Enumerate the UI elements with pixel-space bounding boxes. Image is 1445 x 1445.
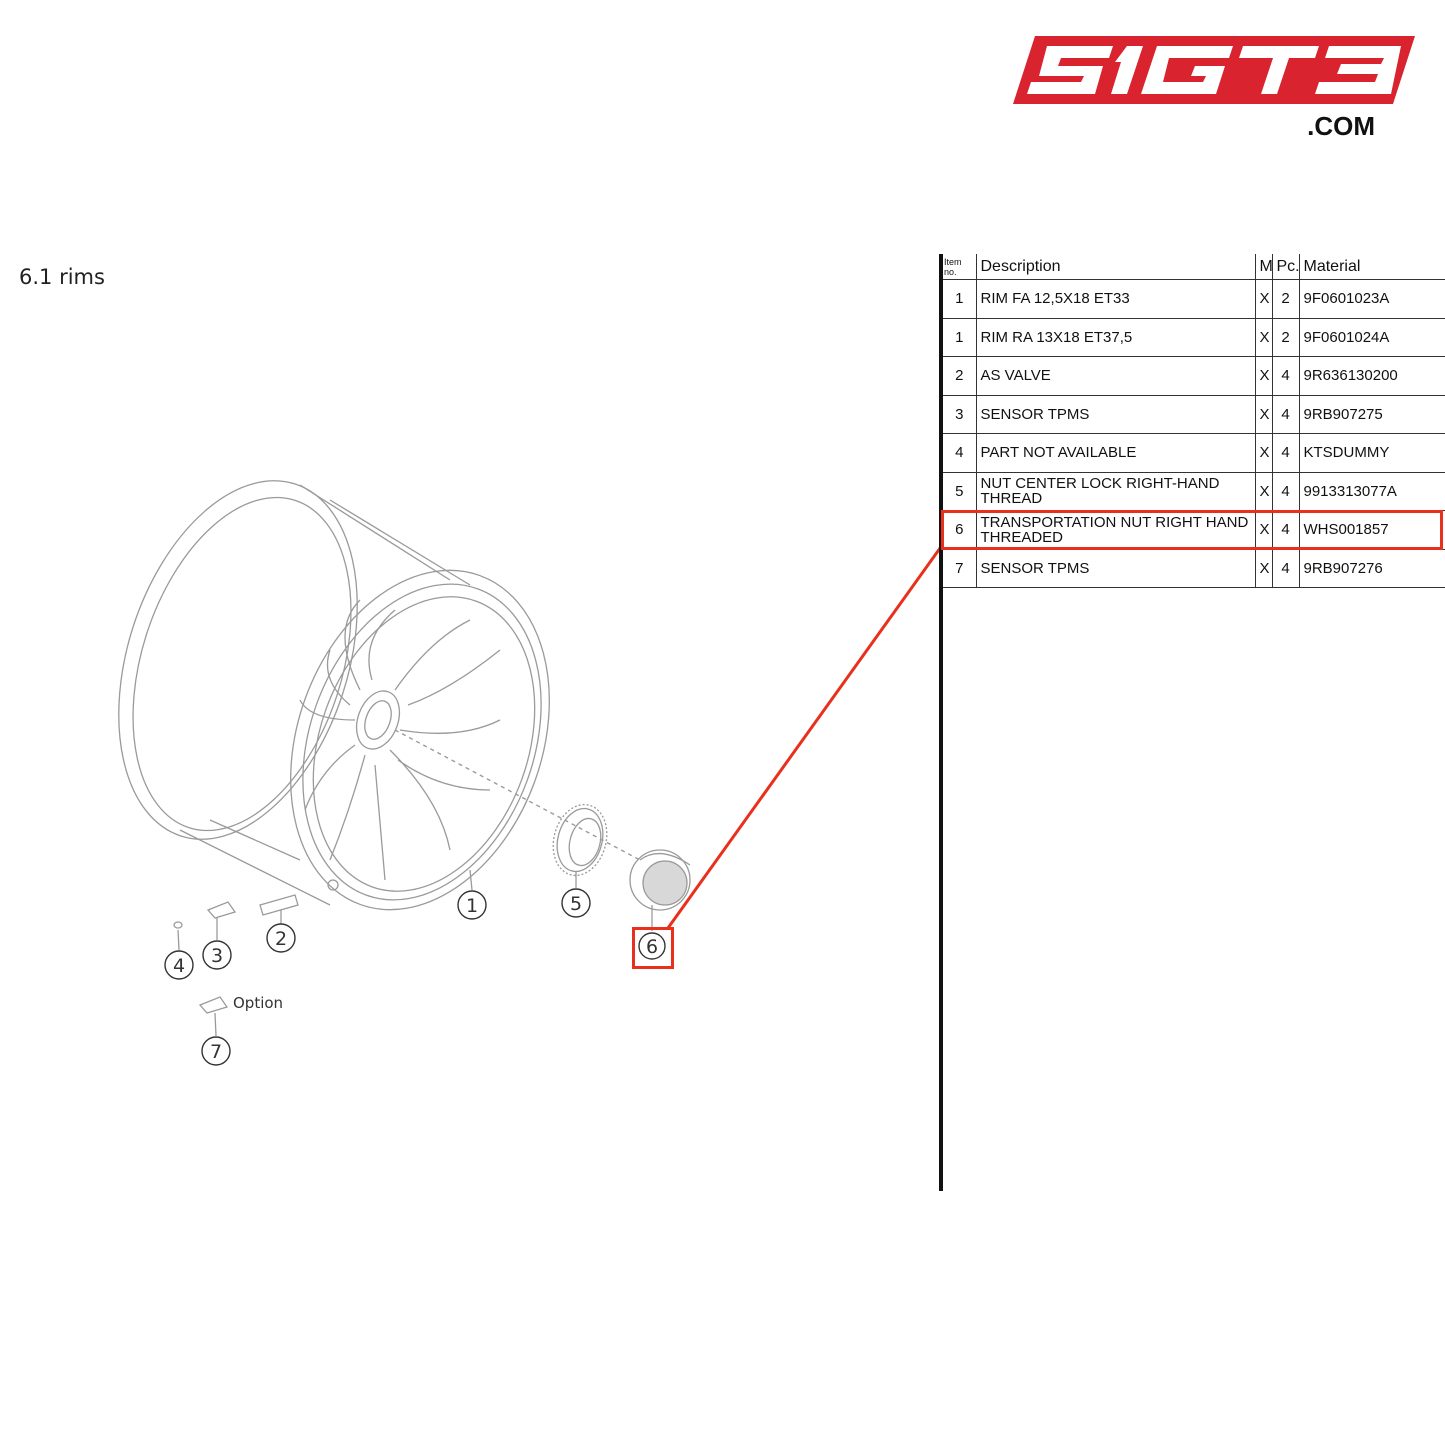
cell-description: PART NOT AVAILABLE bbox=[976, 433, 1256, 473]
cell-item: 1 bbox=[943, 318, 977, 357]
cell-description: NUT CENTER LOCK RIGHT-HAND THREAD bbox=[976, 472, 1256, 511]
col-pc: Pc. bbox=[1272, 254, 1300, 280]
col-item: Item no. bbox=[943, 254, 977, 280]
small-part-4 bbox=[173, 921, 183, 929]
cell-pc: 4 bbox=[1272, 356, 1300, 396]
col-description: Description bbox=[976, 254, 1256, 280]
cell-material: 9R636130200 bbox=[1299, 356, 1445, 396]
callout-6[interactable]: 6 bbox=[638, 932, 666, 960]
col-material: Material bbox=[1299, 254, 1445, 280]
cell-item: 1 bbox=[943, 279, 977, 319]
svg-text:2: 2 bbox=[275, 928, 287, 950]
callout-2[interactable]: 2 bbox=[266, 923, 296, 953]
cell-item: 5 bbox=[943, 472, 977, 511]
cell-item: 6 bbox=[943, 510, 977, 550]
cell-pc: 4 bbox=[1272, 549, 1300, 588]
cell-pc: 2 bbox=[1272, 279, 1300, 319]
cell-item: 2 bbox=[943, 356, 977, 396]
cell-description: AS VALVE bbox=[976, 356, 1256, 396]
cell-description: RIM RA 13X18 ET37,5 bbox=[976, 318, 1256, 357]
cell-material: 9913313077A bbox=[1299, 472, 1445, 511]
cell-m: X bbox=[1255, 318, 1273, 357]
cell-m: X bbox=[1255, 279, 1273, 319]
row-highlight-box bbox=[941, 510, 1443, 550]
callout-5[interactable]: 5 bbox=[561, 888, 591, 918]
cell-material: 9F0601024A bbox=[1299, 318, 1445, 357]
table-row[interactable]: 3 SENSOR TPMS X 4 9RB907275 bbox=[943, 395, 1445, 434]
logo-mark bbox=[1013, 36, 1415, 104]
section-title: 6.1 rims bbox=[19, 265, 105, 289]
table-row-highlighted[interactable]: 6 TRANSPORTATION NUT RIGHT HAND THREADED… bbox=[943, 510, 1445, 550]
center-lock-nut bbox=[552, 803, 608, 877]
highlight-connector bbox=[666, 543, 945, 929]
cell-item: 3 bbox=[943, 395, 977, 434]
svg-text:7: 7 bbox=[210, 1041, 222, 1063]
assembly-axis bbox=[394, 729, 641, 861]
leader-lines bbox=[177, 869, 653, 1037]
tpms-sensor-option bbox=[198, 996, 229, 1014]
valve-part bbox=[259, 894, 299, 916]
cell-material: KTSDUMMY bbox=[1299, 433, 1445, 473]
table-row[interactable]: 1 RIM RA 13X18 ET37,5 X 2 9F0601024A bbox=[943, 318, 1445, 357]
sigt3-logo[interactable]: .COM bbox=[1005, 32, 1425, 142]
rim-barrel bbox=[118, 480, 471, 906]
table-row[interactable]: 7 SENSOR TPMS X 4 9RB907276 bbox=[943, 549, 1445, 588]
cell-m: X bbox=[1255, 472, 1273, 511]
callout-4[interactable]: 4 bbox=[164, 950, 194, 980]
logo-domain: .COM bbox=[1307, 111, 1375, 141]
svg-text:6: 6 bbox=[646, 936, 658, 958]
option-label: Option bbox=[233, 994, 283, 1012]
callout-3[interactable]: 3 bbox=[202, 940, 232, 970]
cell-item: 7 bbox=[943, 549, 977, 588]
cell-pc: 4 bbox=[1272, 395, 1300, 434]
cell-description: TRANSPORTATION NUT RIGHT HAND THREADED bbox=[976, 510, 1256, 550]
callout-highlight-box bbox=[632, 927, 674, 969]
svg-text:5: 5 bbox=[570, 893, 582, 915]
col-m: M bbox=[1255, 254, 1273, 280]
svg-text:4: 4 bbox=[173, 955, 185, 977]
table-header: Item no. Description M Pc. Material bbox=[943, 254, 1445, 280]
rim-face bbox=[290, 569, 550, 911]
cell-description: SENSOR TPMS bbox=[976, 395, 1256, 434]
cell-material: 9RB907275 bbox=[1299, 395, 1445, 434]
table-row[interactable]: 5 NUT CENTER LOCK RIGHT-HAND THREAD X 4 … bbox=[943, 472, 1445, 511]
cell-m: X bbox=[1255, 549, 1273, 588]
cell-description: SENSOR TPMS bbox=[976, 549, 1256, 588]
cell-pc: 2 bbox=[1272, 318, 1300, 357]
transportation-nut bbox=[629, 849, 691, 911]
svg-text:3: 3 bbox=[211, 945, 223, 967]
callout-1[interactable]: 1 bbox=[457, 890, 487, 920]
cell-pc: 4 bbox=[1272, 472, 1300, 511]
table-row[interactable]: 2 AS VALVE X 4 9R636130200 bbox=[943, 356, 1445, 396]
svg-text:1: 1 bbox=[466, 895, 478, 917]
cell-material: 9F0601023A bbox=[1299, 279, 1445, 319]
cell-material: 9RB907276 bbox=[1299, 549, 1445, 588]
tpms-sensor bbox=[206, 901, 237, 919]
callout-7[interactable]: 7 bbox=[201, 1036, 231, 1066]
cell-m: X bbox=[1255, 356, 1273, 396]
table-row[interactable]: 4 PART NOT AVAILABLE X 4 KTSDUMMY bbox=[943, 433, 1445, 473]
cell-pc: 4 bbox=[1272, 510, 1300, 550]
cell-pc: 4 bbox=[1272, 433, 1300, 473]
cell-item: 4 bbox=[943, 433, 977, 473]
parts-table: Item no. Description M Pc. Material 1 RI… bbox=[943, 254, 1445, 588]
table-divider bbox=[939, 254, 943, 1191]
cell-description: RIM FA 12,5X18 ET33 bbox=[976, 279, 1256, 319]
cell-m: X bbox=[1255, 395, 1273, 434]
table-row[interactable]: 1 RIM FA 12,5X18 ET33 X 2 9F0601023A bbox=[943, 279, 1445, 319]
cell-m: X bbox=[1255, 433, 1273, 473]
